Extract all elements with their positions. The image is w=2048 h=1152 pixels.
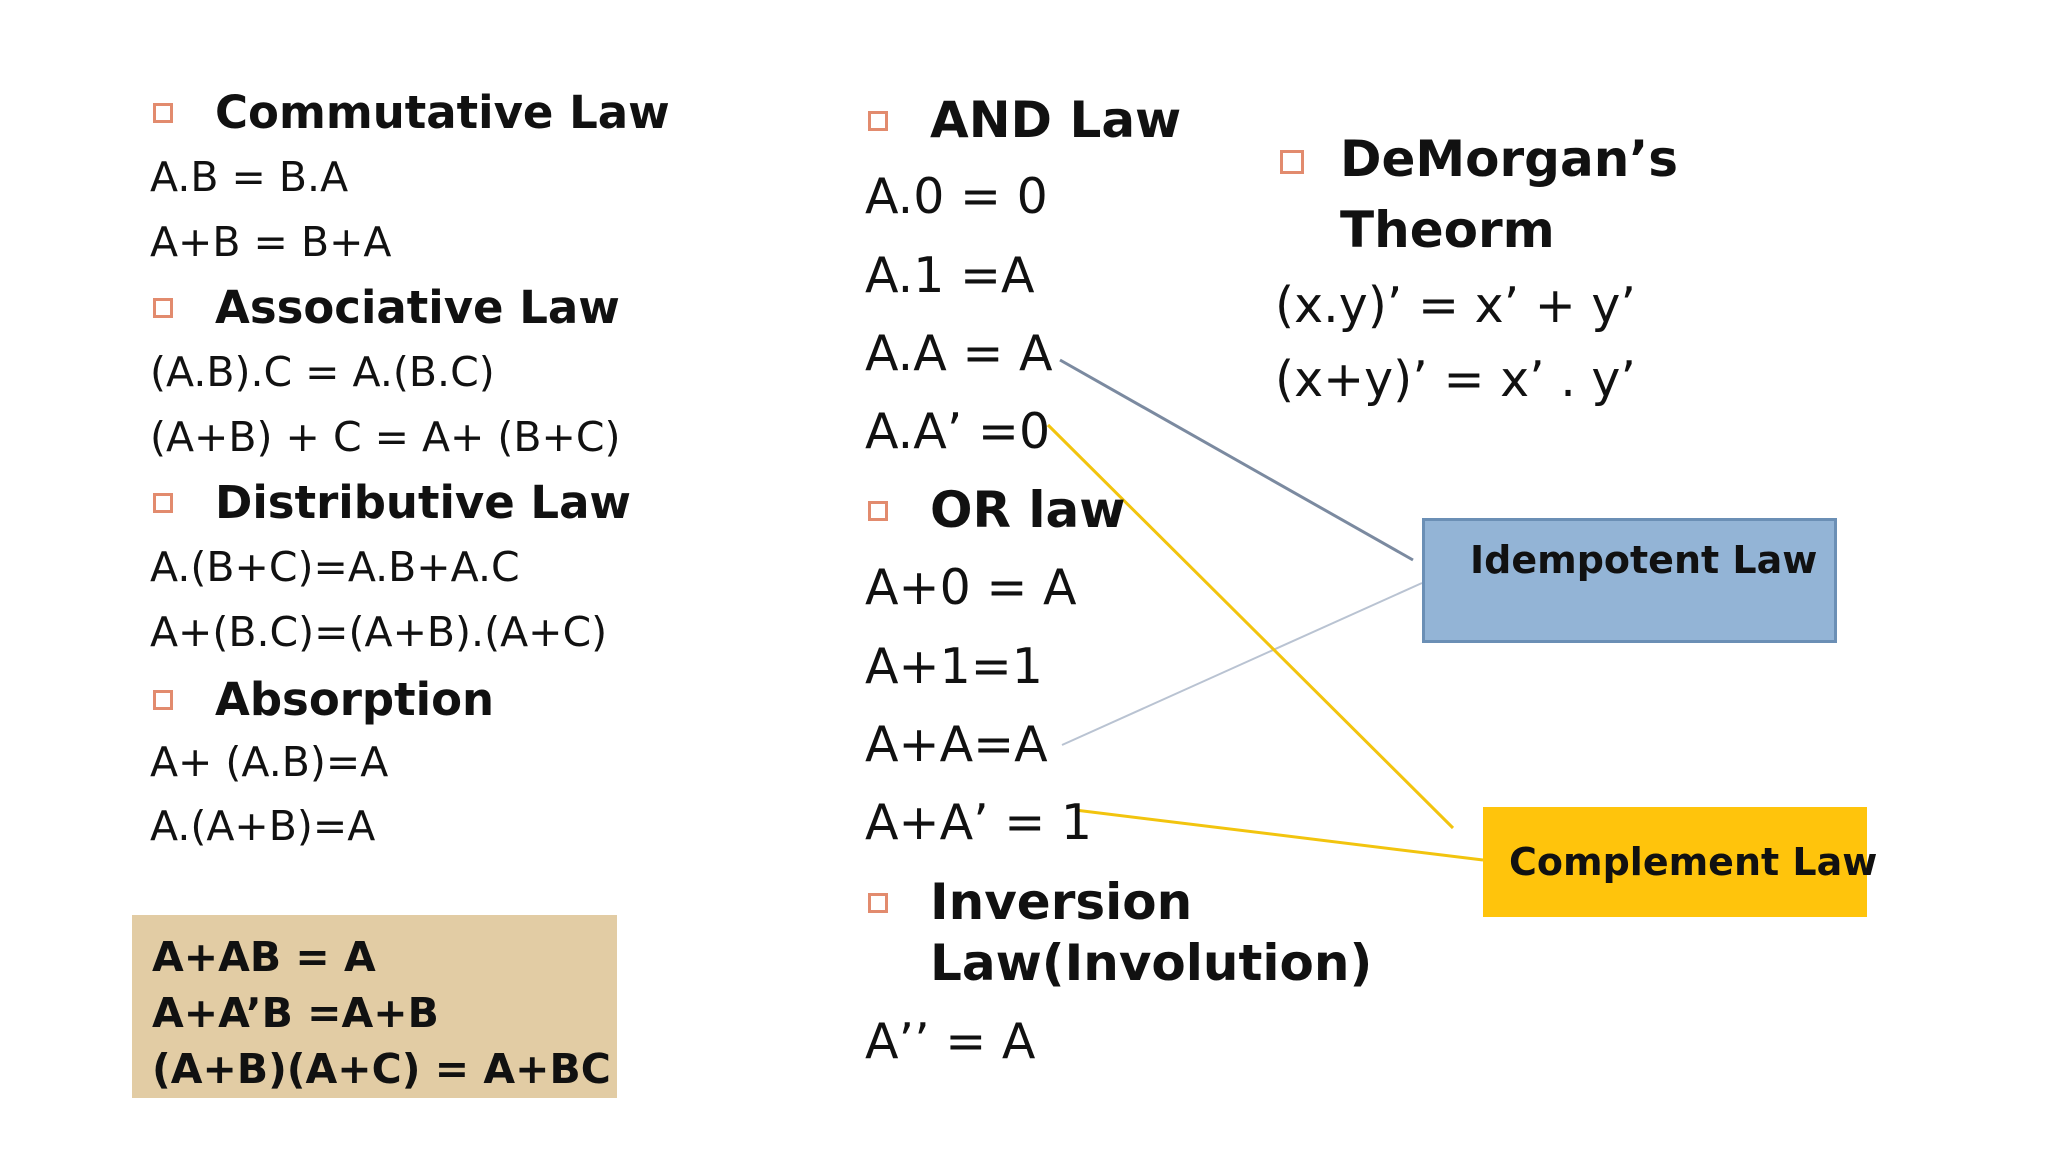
formula-or-4: A+A’ = 1 <box>865 794 1093 851</box>
heading-or-law: OR law <box>930 481 1126 539</box>
connector-aa-to-idempotent <box>1059 358 1414 562</box>
heading-associative-law: Associative Law <box>215 281 620 334</box>
box-line-1: A+AB = A <box>152 933 376 981</box>
complement-law-label: Complement Law <box>1509 840 1878 884</box>
box-line-2: A+A’B =A+B <box>152 989 439 1037</box>
connector-a-plus-a-to-idempotent <box>1061 582 1423 746</box>
formula-and-3: A.A = A <box>865 325 1053 382</box>
bullet-icon <box>153 493 173 513</box>
formula-distributive-1: A.(B+C)=A.B+A.C <box>150 543 520 591</box>
formula-associative-1: (A.B).C = A.(B.C) <box>150 348 495 396</box>
heading-demorgan-line2: Theorm <box>1340 201 1555 259</box>
formula-inversion: A’’ = A <box>865 1013 1036 1070</box>
heading-commutative-law: Commutative Law <box>215 86 670 139</box>
heading-and-law: AND Law <box>930 91 1182 149</box>
formula-demorgan-2: (x+y)’ = x’ . y’ <box>1275 351 1636 408</box>
bullet-icon <box>153 103 173 123</box>
bullet-icon <box>868 501 888 521</box>
connector-aa-prime-to-complement <box>1046 423 1455 830</box>
bullet-icon <box>868 893 888 913</box>
heading-distributive-law: Distributive Law <box>215 476 632 529</box>
connector-a-plus-a-prime-to-complement <box>1074 808 1484 862</box>
heading-inversion-line2: Law(Involution) <box>930 934 1373 992</box>
bullet-icon <box>153 690 173 710</box>
formula-or-1: A+0 = A <box>865 559 1077 616</box>
formula-absorption-2: A.(A+B)=A <box>150 802 376 850</box>
complement-law-box: Complement Law <box>1483 807 1877 917</box>
formula-demorgan-1: (x.y)’ = x’ + y’ <box>1275 277 1636 334</box>
bullet-icon <box>153 298 173 318</box>
formula-or-3: A+A=A <box>865 716 1048 773</box>
formula-commutative-1: A.B = B.A <box>150 153 349 201</box>
heading-inversion-line1: Inversion <box>930 873 1193 931</box>
formula-or-2: A+1=1 <box>865 638 1043 695</box>
formula-associative-2: (A+B) + C = A+ (B+C) <box>150 413 621 461</box>
bullet-icon <box>1280 150 1304 174</box>
idempotent-law-box: Idempotent Law <box>1422 518 1837 643</box>
heading-demorgan-line1: DeMorgan’s <box>1340 130 1679 188</box>
idempotent-law-label: Idempotent Law <box>1470 538 1818 582</box>
formula-distributive-2: A+(B.C)=(A+B).(A+C) <box>150 608 608 656</box>
absorption-extra-box: A+AB = A A+A’B =A+B (A+B)(A+C) = A+BC <box>132 915 617 1098</box>
bullet-icon <box>868 111 888 131</box>
formula-and-2: A.1 =A <box>865 247 1035 304</box>
formula-absorption-1: A+ (A.B)=A <box>150 738 389 786</box>
heading-absorption: Absorption <box>215 673 495 726</box>
box-line-3: (A+B)(A+C) = A+BC <box>152 1045 611 1093</box>
formula-commutative-2: A+B = B+A <box>150 218 392 266</box>
formula-and-4: A.A’ =0 <box>865 403 1051 460</box>
formula-and-1: A.0 = 0 <box>865 168 1048 225</box>
